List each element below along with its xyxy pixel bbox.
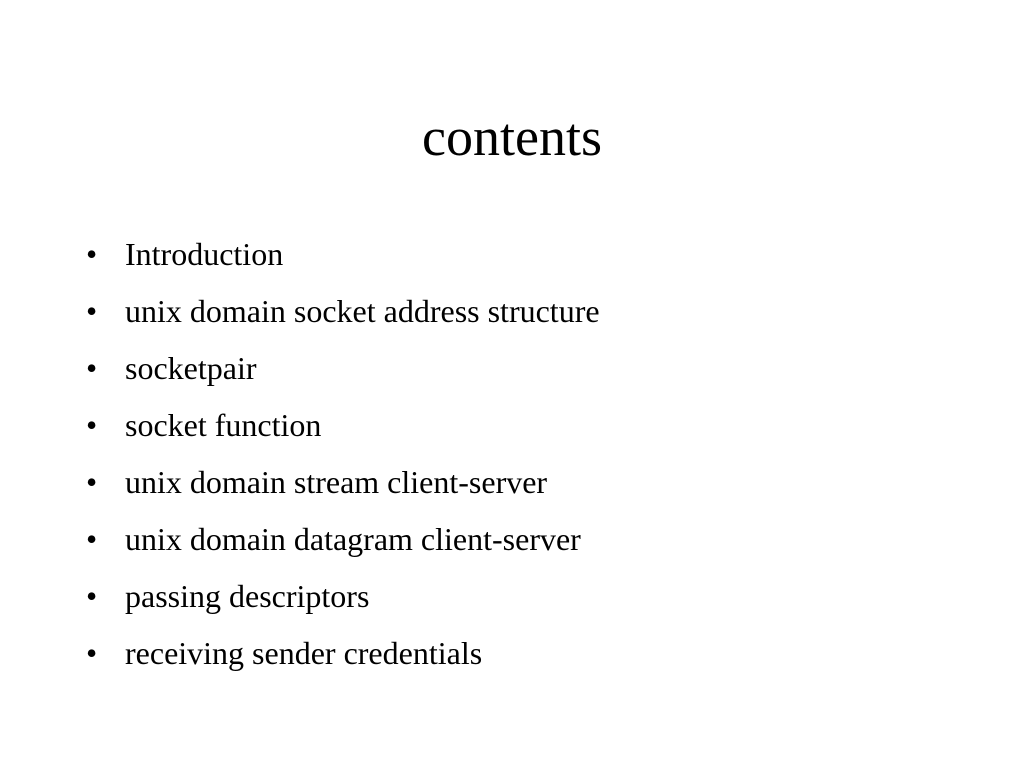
list-item-label: receiving sender credentials (125, 635, 483, 671)
list-item: • Introduction (84, 226, 600, 283)
list-item: • socket function (84, 397, 600, 454)
bullet-list: • Introduction • unix domain socket addr… (84, 226, 600, 682)
list-item-label: socket function (125, 407, 322, 443)
list-item-label: unix domain datagram client-server (125, 521, 581, 557)
list-item-label: unix domain socket address structure (125, 293, 600, 329)
bullet-icon: • (86, 464, 98, 500)
list-item: • unix domain socket address structure (84, 283, 600, 340)
list-item: • passing descriptors (84, 568, 600, 625)
list-item: • unix domain stream client-server (84, 454, 600, 511)
bullet-icon: • (86, 521, 98, 557)
list-item-label: passing descriptors (125, 578, 370, 614)
list-item-label: Introduction (125, 236, 284, 272)
bullet-icon: • (86, 635, 98, 671)
slide-title: contents (422, 107, 602, 167)
bullet-icon: • (86, 293, 98, 329)
list-item-label: unix domain stream client-server (125, 464, 548, 500)
list-item: • receiving sender credentials (84, 625, 600, 682)
list-item: • socketpair (84, 340, 600, 397)
bullet-icon: • (86, 407, 98, 443)
bullet-icon: • (86, 350, 98, 386)
bullet-icon: • (86, 236, 98, 272)
list-item: • unix domain datagram client-server (84, 511, 600, 568)
bullet-icon: • (86, 578, 98, 614)
list-item-label: socketpair (125, 350, 257, 386)
